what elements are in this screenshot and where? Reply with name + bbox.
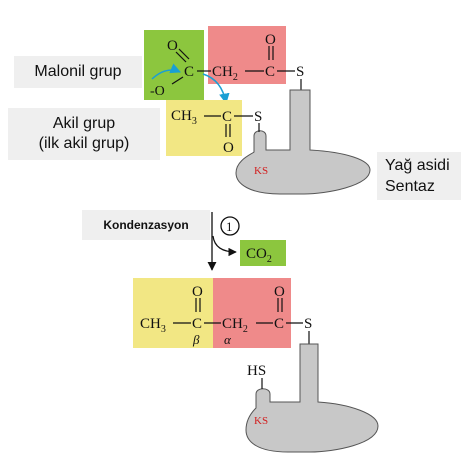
acyl-group-label-line2: (ilk akil grup)	[38, 135, 130, 152]
malonyl-group-label: Malonil grup	[14, 56, 142, 88]
step-number: 1	[226, 219, 233, 234]
acyl-group-box	[166, 100, 242, 156]
beta-label: β	[192, 332, 200, 347]
product-thioester-carbon: C	[274, 316, 284, 332]
product-ch2: CH2	[222, 316, 248, 335]
malonyl-thioester-carbon: C	[265, 64, 275, 80]
fatty-acid-synthase-enzyme-top	[235, 89, 371, 195]
malonyl-ch2: CH2	[212, 64, 238, 83]
co2-release-arrow	[212, 235, 237, 257]
product-malonyl-box	[213, 278, 291, 348]
carboxyl-anion-bond	[171, 76, 184, 85]
acyl-carbon: C	[222, 109, 232, 125]
product-beta-carbon: C	[192, 316, 202, 332]
alpha-label: α	[224, 332, 232, 347]
malonyl-sulfur: S	[296, 64, 304, 80]
product-thioester-oxygen: O	[274, 284, 285, 300]
acyl-group-label-line1: Akil grup	[52, 115, 116, 132]
carboxyl-double-bond-b	[178, 48, 190, 60]
carboxyl-oxygen-top: O	[167, 38, 178, 54]
co2-box	[240, 240, 286, 266]
free-thiol: HS	[247, 363, 266, 379]
enzyme-name-label: Yağ asidi Sentaz	[377, 152, 461, 200]
carboxyl-carbon: C	[184, 64, 194, 80]
product-ch3: CH3	[140, 316, 166, 335]
condensation-label: Kondenzasyon	[82, 210, 210, 240]
acyl-oxygen: O	[223, 140, 234, 156]
carboxyl-double-bond-a	[175, 51, 187, 63]
product-sulfur: S	[304, 316, 312, 332]
acyl-sulfur: S	[254, 109, 262, 125]
acyl-group-label: Akil grup (ilk akil grup)	[8, 108, 160, 160]
enzyme-name-line2: Sentaz	[385, 178, 435, 195]
carboxyl-oxygen-anion: -O	[150, 84, 165, 99]
ks-site-label-bottom: KS	[254, 415, 268, 427]
ks-site-label-top: KS	[254, 165, 268, 177]
electron-arrow-to-acyl	[202, 73, 230, 105]
product-beta-oxygen: O	[192, 284, 203, 300]
malonyl-thioester-oxygen: O	[265, 32, 276, 48]
fatty-acid-synthase-enzyme-bottom	[245, 343, 379, 453]
product-acyl-box	[133, 278, 213, 348]
enzyme-name-line1: Yağ asidi	[385, 157, 450, 174]
acyl-ch3: CH3	[171, 108, 197, 127]
electron-arrow-carboxyl	[151, 63, 181, 80]
co2-formula: CO2	[246, 246, 272, 265]
step-number-circle	[220, 216, 240, 236]
